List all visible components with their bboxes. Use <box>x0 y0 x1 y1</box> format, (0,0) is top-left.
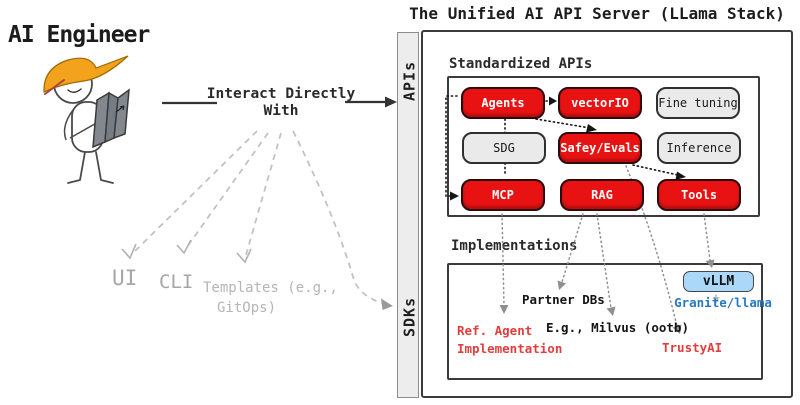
api-box-sdg: SDG <box>462 132 546 164</box>
api-box-mcp: MCP <box>461 179 545 211</box>
diagram-title: The Unified AI API Server (LLama Stack) <box>409 4 785 23</box>
interact-to-templates-line <box>245 132 282 256</box>
impl-milvus-label: E.g., Milvus (ootb) <box>546 320 689 335</box>
ref-agent-line1: Ref. Agent <box>457 323 533 338</box>
impl-vllm-box: vLLM <box>683 271 754 292</box>
impl-partner-dbs-label: Partner DBs <box>522 292 605 307</box>
client-templates-label-line1: Templates (e.g., <box>203 280 338 296</box>
sdks-arrowhead <box>381 298 393 310</box>
api-box-agents: Agents <box>461 87 545 119</box>
client-cli-label: CLI <box>159 271 194 293</box>
figure-smile <box>67 88 82 93</box>
cli-arrowhead <box>176 239 192 255</box>
impl-trustyai-label: TrustyAI <box>662 340 723 355</box>
client-ui-label: UI <box>112 266 138 290</box>
ui-arrowhead <box>121 243 137 260</box>
standardized-apis-section-label: Standardized APIs <box>449 56 593 72</box>
apis-bar-label: APIs <box>400 60 419 102</box>
engineer-figure-illustration <box>43 55 130 184</box>
interact-to-cli-line <box>186 132 269 248</box>
api-box-tools: Tools <box>657 179 741 211</box>
interact-to-sdks-line <box>292 130 383 304</box>
api-box-inference: Inference <box>657 132 741 164</box>
client-templates-label-line2: GitOps) <box>217 300 277 316</box>
interact-directly-label: Interact Directly With <box>206 86 356 121</box>
apis-arrowhead <box>385 96 397 108</box>
ref-agent-line2: Implementation <box>457 341 563 357</box>
impl-ref-agent-label: Ref. Agent Implementation <box>457 322 562 358</box>
implementations-section-label: Implementations <box>451 238 578 254</box>
api-box-vectorio: vectorIO <box>558 87 642 119</box>
api-box-fine-tuning: Fine tuning <box>656 87 740 119</box>
sdks-bar-label: SDKs <box>400 296 419 338</box>
impl-granite-llama-label: Granite/llama <box>674 295 772 310</box>
folded-map-panel <box>113 88 130 140</box>
interact-line2: With <box>263 103 299 120</box>
apis-sdks-sidebar <box>397 32 419 398</box>
hat-strap <box>44 79 65 95</box>
engineer-label: AI Engineer <box>8 22 150 48</box>
api-box-safety-evals: Safey/Evals <box>558 132 642 164</box>
figure-legs <box>67 151 114 184</box>
map-arrow-mark <box>115 105 125 113</box>
api-box-rag: RAG <box>560 179 644 211</box>
interact-line1: Interact Directly <box>206 86 356 102</box>
hard-hat-icon <box>43 55 129 93</box>
templates-arrowhead <box>236 248 252 264</box>
figure-left-arm <box>63 109 74 141</box>
